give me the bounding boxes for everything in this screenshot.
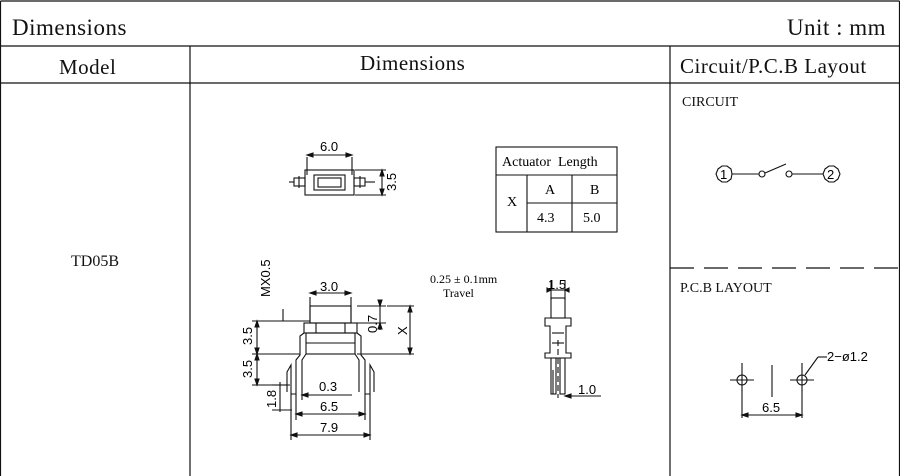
column-dimensions-header: Dimensions: [360, 51, 466, 75]
circuit-pin2-label: 2: [827, 167, 834, 182]
circuit-diagram: [715, 163, 841, 183]
travel-label: Travel: [443, 286, 475, 300]
pcb-spacing-label: 6.5: [762, 400, 780, 415]
travel-height-label: 0.7: [365, 315, 380, 333]
leg-height-label: 1.8: [264, 390, 279, 408]
actuator-table-title: Actuator Length: [502, 155, 598, 170]
top-view-drawing: [289, 152, 386, 197]
actuator-col-a: A: [545, 183, 556, 198]
actuator-row-label: X: [507, 195, 517, 210]
pin-span-label: 6.5: [320, 399, 338, 414]
model-name: TD05B: [71, 253, 119, 270]
top-height-label: 3.5: [384, 173, 399, 191]
actuator-width-label: 3.0: [320, 279, 338, 294]
actuator-col-b: B: [590, 183, 599, 198]
actuator-val-b: 5.0: [583, 211, 601, 226]
circuit-pin1-label: 1: [720, 167, 727, 182]
pcb-section-label: P.C.B LAYOUT: [680, 281, 772, 296]
end-view-drawing: [544, 280, 601, 399]
sheet-title: Dimensions: [12, 15, 127, 40]
thread-label: MX0.5: [258, 259, 273, 297]
lower-height-label: 3.5: [240, 360, 255, 378]
circuit-section-label: CIRCUIT: [682, 95, 738, 110]
column-model-header: Model: [59, 55, 117, 79]
pcb-layout-drawing: [730, 356, 827, 418]
inner-gap-label: 0.3: [319, 379, 337, 394]
overall-width-label: 7.9: [320, 420, 338, 435]
travel-value: 0.25 ± 0.1mm: [430, 272, 498, 286]
pcb-hole-spec: 2−ø1.2: [827, 349, 868, 364]
column-layout-header: Circuit/P.C.B Layout: [680, 54, 867, 78]
upper-height-label: 3.5: [240, 327, 255, 345]
end-top-width-label: 1.5: [548, 277, 566, 292]
actuator-val-a: 4.3: [537, 211, 555, 226]
x-dimension-label: X: [395, 326, 410, 335]
actuator-table: [495, 146, 618, 233]
unit-label: Unit : mm: [786, 15, 886, 40]
top-width-label: 6.0: [320, 139, 338, 154]
side-view-drawing: [252, 290, 414, 440]
pin-thickness-label: 1.0: [578, 382, 596, 397]
